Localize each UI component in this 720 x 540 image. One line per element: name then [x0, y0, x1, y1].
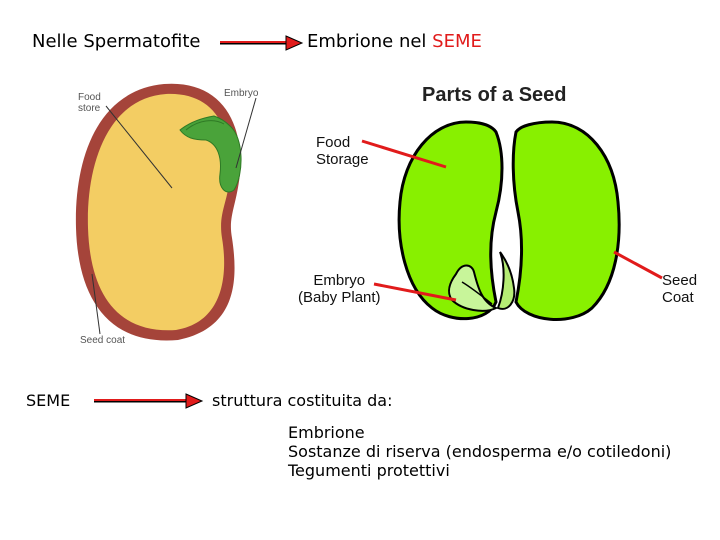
label-seed-coat-left: Seed coat: [80, 335, 126, 346]
definition-text: struttura costituita da:: [212, 391, 393, 410]
list-item: Tegumenti protettivi: [288, 461, 450, 480]
header-right-prefix: Embrione nel: [307, 31, 433, 52]
cotyledon-left: [397, 120, 504, 321]
header-arrow: [220, 35, 304, 51]
pointer-embryo: [373, 282, 457, 302]
embryo-right-shape: [448, 264, 499, 312]
list-item: Sostanze di riserva (endosperma e/o coti…: [288, 442, 672, 461]
seed-illustration-left: [75, 83, 257, 341]
label-food-storage: Food Storage: [316, 134, 369, 168]
header-right: Embrione nel SEME: [307, 31, 482, 52]
label-embryo-right: Embryo (Baby Plant): [298, 272, 381, 306]
parts-of-seed-title: Parts of a Seed: [422, 84, 567, 106]
definition-term: SEME: [26, 391, 71, 410]
header-left: Nelle Spermatofite: [32, 31, 201, 52]
food-store-shape: [87, 93, 231, 331]
list-item: Embrione: [288, 423, 365, 442]
cotyledon-right: [511, 120, 621, 321]
definition-arrow: [94, 393, 204, 409]
label-embryo-left: Embryo: [224, 88, 259, 99]
pointer-seed-coat: [613, 250, 663, 280]
pointer-food-storage: [361, 139, 447, 169]
seed-illustration-right: [397, 120, 621, 321]
header-right-highlight: SEME: [432, 31, 482, 52]
embryo-shape: [179, 115, 242, 193]
label-food-store: Food store: [78, 92, 101, 114]
label-seed-coat-right: Seed Coat: [662, 272, 698, 306]
component-list: Embrione Sostanze di riserva (endosperma…: [288, 423, 671, 480]
